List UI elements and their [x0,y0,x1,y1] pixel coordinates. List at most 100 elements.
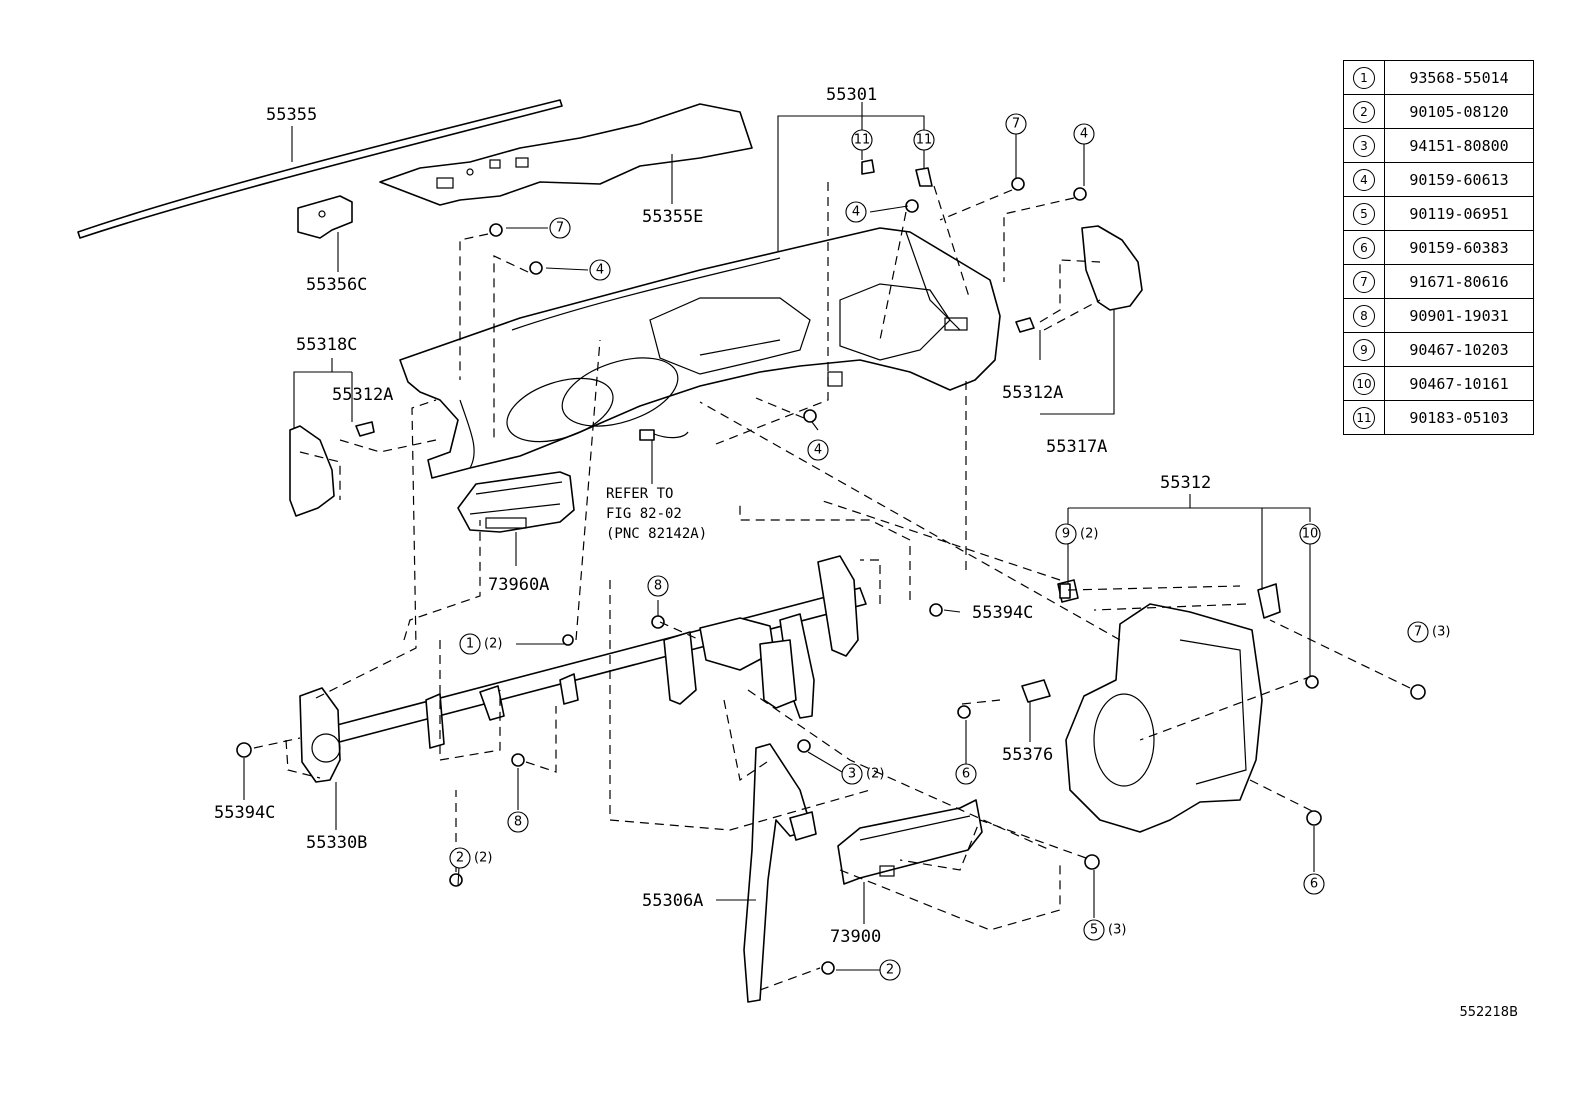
label-55376: 55376 [1002,745,1053,765]
side-cover-55317A [1015,225,1143,333]
legend-number-circle: 10 [1353,372,1375,395]
nut-3 [797,739,811,753]
bolt-55394c-mid [929,603,943,617]
svg-text:(2): (2) [484,637,502,652]
svg-text:11: 11 [916,133,933,148]
svg-text:(2): (2) [866,767,884,782]
label-55318C: 55318C [296,335,357,355]
svg-text:6: 6 [1310,877,1318,892]
legend-number: 5 [1343,196,1385,231]
clip-9 [1059,583,1071,599]
legend-part-number: 90159-60613 [1384,162,1534,197]
bolt-8b [511,753,525,767]
callout: 6 [955,763,977,785]
callout: 7(3) [1407,621,1450,643]
svg-text:2: 2 [456,851,464,866]
legend-part-number: 90901-19031 [1384,298,1534,333]
legend-part-number: 90159-60383 [1384,230,1534,265]
svg-text:4: 4 [814,443,822,458]
label-55301: 55301 [826,85,877,105]
callout: 9 (2) [1055,523,1098,545]
molding-strip-55355 [77,99,563,239]
legend-number: 10 [1343,366,1385,401]
callout: 1 (2) [459,633,502,655]
callout: 11 [851,129,873,151]
legend-number: 9 [1343,332,1385,367]
bracket-55376 [1021,679,1051,703]
legend-number-circle: 1 [1353,66,1375,89]
bolt-4d [803,409,817,423]
label-55355E: 55355E [642,207,703,227]
svg-text:7: 7 [1012,117,1020,132]
legend-number: 6 [1343,230,1385,265]
svg-text:4: 4 [1080,127,1088,142]
bolt-6b [1306,810,1322,826]
svg-text:2: 2 [886,963,894,978]
callout: 4 [807,439,829,461]
svg-text:(3): (3) [1432,625,1450,640]
bolt-4c [529,261,543,275]
svg-text:4: 4 [596,263,604,278]
legend-part-number: 94151-80800 [1384,128,1534,163]
label-55312A-right: 55312A [1002,383,1063,403]
callout: 8 [647,575,669,597]
bolt-55394c-left [236,742,252,758]
callout: 4 [845,201,867,223]
svg-text:4: 4 [852,205,860,220]
legend-part-number: 90119-06951 [1384,196,1534,231]
legend-row: 6 90159-60383 [1343,230,1534,265]
callout: 7 [549,217,571,239]
svg-text:(2): (2) [1080,527,1098,542]
label-55317A: 55317A [1046,437,1107,457]
side-cover-55318C [289,421,375,517]
label-55312A-left: 55312A [332,385,393,405]
label-73960A: 73960A [488,575,549,595]
legend-part-number: 93568-55014 [1384,60,1534,95]
legend-row: 8 90901-19031 [1343,298,1534,333]
svg-text:9: 9 [1062,527,1070,542]
svg-text:1: 1 [466,637,474,652]
legend-number: 11 [1343,400,1385,435]
legend-number-circle: 11 [1353,406,1375,429]
legend-row: 9 90467-10203 [1343,332,1534,367]
legend-part-number: 91671-80616 [1384,264,1534,299]
svg-text:8: 8 [514,815,522,830]
callout: 5(3) [1083,919,1126,941]
callout: 11 [913,129,935,151]
legend-number-circle: 3 [1353,134,1375,157]
callouts: 11 11 7 4 4 7 4 4 9(2) 10 7(3) 8 1(2) 3(… [449,113,1450,981]
legend-number-circle: 9 [1353,338,1375,361]
legend-part-number: 90467-10203 [1384,332,1534,367]
legend-number-circle: 7 [1353,270,1375,293]
bolt-6a [957,705,971,719]
part-labels: 55355 55355E 55356C 55301 55318C 55312A … [214,85,1211,947]
legend-number-circle: 8 [1353,304,1375,327]
legend-part-number: 90467-10161 [1384,366,1534,401]
nut-1 [562,634,574,646]
callout: 3 (2) [841,763,884,785]
legend-number: 1 [1343,60,1385,95]
svg-text:6: 6 [962,767,970,782]
leader-lines [243,102,1315,971]
legend-row: 3 94151-80800 [1343,128,1534,163]
figure-code: 552218B [1459,1005,1518,1020]
reinforcement-tube [299,555,867,783]
legend-number: 8 [1343,298,1385,333]
clip-11b [915,167,933,187]
label-55356C: 55356C [306,275,367,295]
brace-55306A [743,743,817,1003]
refer-note-line1: REFER TO [606,486,673,502]
legend-row: 7 91671-80616 [1343,264,1534,299]
svg-text:3: 3 [848,767,856,782]
assembly-lines [253,182,1411,991]
clip-11a [861,159,875,175]
callout: 4 [1073,123,1095,145]
legend-number-circle: 6 [1353,236,1375,259]
legend-row: 10 90467-10161 [1343,366,1534,401]
svg-text:5: 5 [1090,923,1098,938]
